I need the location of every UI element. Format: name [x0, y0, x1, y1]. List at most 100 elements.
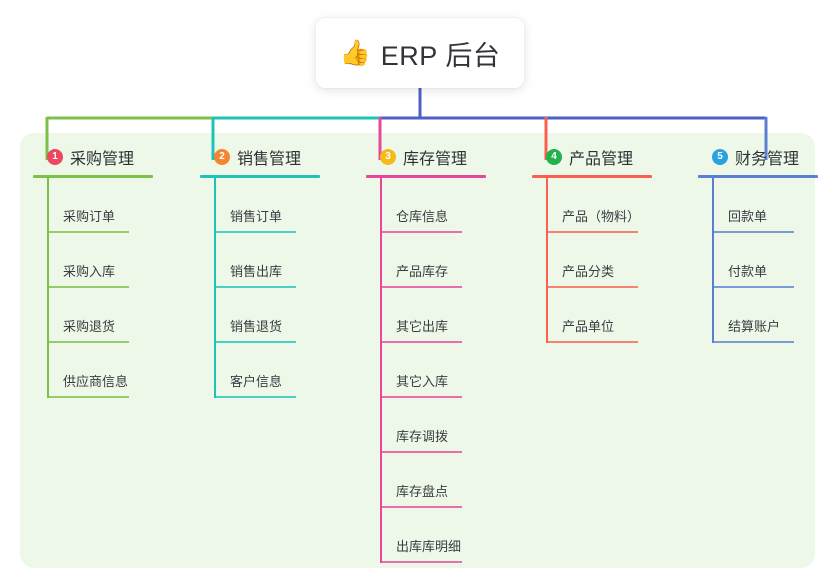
branch-header-2[interactable]: 2 销售管理 [200, 145, 320, 169]
branch-underline-3 [366, 175, 486, 178]
branch-badge-5: 5 [712, 149, 728, 165]
root-node[interactable]: 👍 ERP 后台 [316, 18, 524, 88]
leaf-label: 供应商信息 [63, 374, 129, 389]
leaf-underline [214, 286, 296, 288]
leaf-underline [47, 396, 129, 398]
branch-title-2: 销售管理 [237, 151, 302, 168]
branch-title-3: 库存管理 [403, 151, 468, 168]
leaf-underline [380, 506, 462, 508]
branch-items-5: 回款单付款单结算账户 [698, 178, 818, 343]
branch-underline-1 [33, 175, 153, 178]
leaf-label: 采购订单 [63, 209, 116, 224]
branch-title-4: 产品管理 [569, 151, 634, 168]
leaf-node[interactable]: 仓库信息 [366, 178, 486, 233]
leaf-underline [380, 451, 462, 453]
leaf-underline [380, 396, 462, 398]
content-panel [20, 133, 815, 568]
leaf-node[interactable]: 销售出库 [200, 233, 320, 288]
leaf-underline [712, 231, 794, 233]
leaf-underline [214, 396, 296, 398]
leaf-label: 其它入库 [396, 374, 449, 389]
leaf-label: 产品分类 [562, 264, 615, 279]
branch-column-1: 1 采购管理采购订单采购入库采购退货供应商信息 [33, 145, 153, 398]
leaf-underline [380, 286, 462, 288]
leaf-label: 客户信息 [230, 374, 283, 389]
leaf-node[interactable]: 供应商信息 [33, 343, 153, 398]
branch-spine-4 [546, 178, 548, 343]
leaf-node[interactable]: 其它出库 [366, 288, 486, 343]
branch-spine-2 [214, 178, 216, 398]
leaf-label: 回款单 [728, 209, 768, 224]
leaf-node[interactable]: 其它入库 [366, 343, 486, 398]
leaf-node[interactable]: 产品（物料） [532, 178, 652, 233]
leaf-underline [546, 231, 638, 233]
leaf-label: 产品库存 [396, 264, 449, 279]
branch-column-2: 2 销售管理销售订单销售出库销售退货客户信息 [200, 145, 320, 398]
leaf-label: 付款单 [728, 264, 768, 279]
leaf-node[interactable]: 付款单 [698, 233, 818, 288]
branch-column-3: 3 库存管理仓库信息产品库存其它出库其它入库库存调拨库存盘点出库库明细 [366, 145, 486, 563]
leaf-label: 采购退货 [63, 319, 116, 334]
leaf-node[interactable]: 出库库明细 [366, 508, 486, 563]
leaf-underline [214, 341, 296, 343]
branch-header-1[interactable]: 1 采购管理 [33, 145, 153, 169]
leaf-node[interactable]: 库存调拨 [366, 398, 486, 453]
leaf-underline [47, 286, 129, 288]
leaf-node[interactable]: 产品库存 [366, 233, 486, 288]
leaf-underline [546, 286, 638, 288]
leaf-label: 仓库信息 [396, 209, 449, 224]
leaf-underline [47, 341, 129, 343]
thumbs-up-icon: 👍 [339, 38, 371, 67]
leaf-label: 出库库明细 [396, 539, 462, 554]
leaf-underline [214, 231, 296, 233]
leaf-node[interactable]: 回款单 [698, 178, 818, 233]
leaf-node[interactable]: 销售退货 [200, 288, 320, 343]
leaf-node[interactable]: 产品分类 [532, 233, 652, 288]
branch-header-4[interactable]: 4 产品管理 [532, 145, 652, 169]
branch-header-3[interactable]: 3 库存管理 [366, 145, 486, 169]
leaf-underline [546, 341, 638, 343]
branch-items-2: 销售订单销售出库销售退货客户信息 [200, 178, 320, 398]
branch-underline-4 [532, 175, 652, 178]
branch-title-5: 财务管理 [735, 151, 800, 168]
branch-badge-1: 1 [47, 149, 63, 165]
branch-badge-2: 2 [214, 149, 230, 165]
branch-spine-3 [380, 178, 382, 563]
leaf-label: 产品单位 [562, 319, 615, 334]
branch-header-5[interactable]: 5 财务管理 [698, 145, 818, 169]
leaf-node[interactable]: 库存盘点 [366, 453, 486, 508]
leaf-underline [712, 341, 794, 343]
leaf-node[interactable]: 销售订单 [200, 178, 320, 233]
leaf-underline [712, 286, 794, 288]
branch-badge-4: 4 [546, 149, 562, 165]
leaf-underline [380, 231, 462, 233]
leaf-label: 结算账户 [728, 319, 781, 334]
branch-badge-3: 3 [380, 149, 396, 165]
leaf-node[interactable]: 采购退货 [33, 288, 153, 343]
branch-spine-5 [712, 178, 714, 343]
leaf-label: 采购入库 [63, 264, 116, 279]
branch-items-1: 采购订单采购入库采购退货供应商信息 [33, 178, 153, 398]
leaf-node[interactable]: 采购入库 [33, 233, 153, 288]
root-title: ERP 后台 [380, 40, 501, 71]
leaf-underline [380, 341, 462, 343]
leaf-node[interactable]: 客户信息 [200, 343, 320, 398]
leaf-underline [47, 231, 129, 233]
leaf-node[interactable]: 产品单位 [532, 288, 652, 343]
leaf-label: 销售出库 [230, 264, 283, 279]
leaf-node[interactable]: 结算账户 [698, 288, 818, 343]
leaf-label: 其它出库 [396, 319, 449, 334]
branch-column-5: 5 财务管理回款单付款单结算账户 [698, 145, 818, 343]
branch-items-3: 仓库信息产品库存其它出库其它入库库存调拨库存盘点出库库明细 [366, 178, 486, 563]
leaf-underline [380, 561, 462, 563]
branch-underline-2 [200, 175, 320, 178]
leaf-label: 销售退货 [230, 319, 283, 334]
leaf-label: 销售订单 [230, 209, 283, 224]
leaf-label: 产品（物料） [562, 209, 641, 224]
branch-items-4: 产品（物料） 产品分类产品单位 [532, 178, 652, 343]
leaf-label: 库存盘点 [396, 484, 449, 499]
branch-column-4: 4 产品管理产品（物料） 产品分类产品单位 [532, 145, 652, 343]
branch-title-1: 采购管理 [70, 151, 135, 168]
leaf-node[interactable]: 采购订单 [33, 178, 153, 233]
